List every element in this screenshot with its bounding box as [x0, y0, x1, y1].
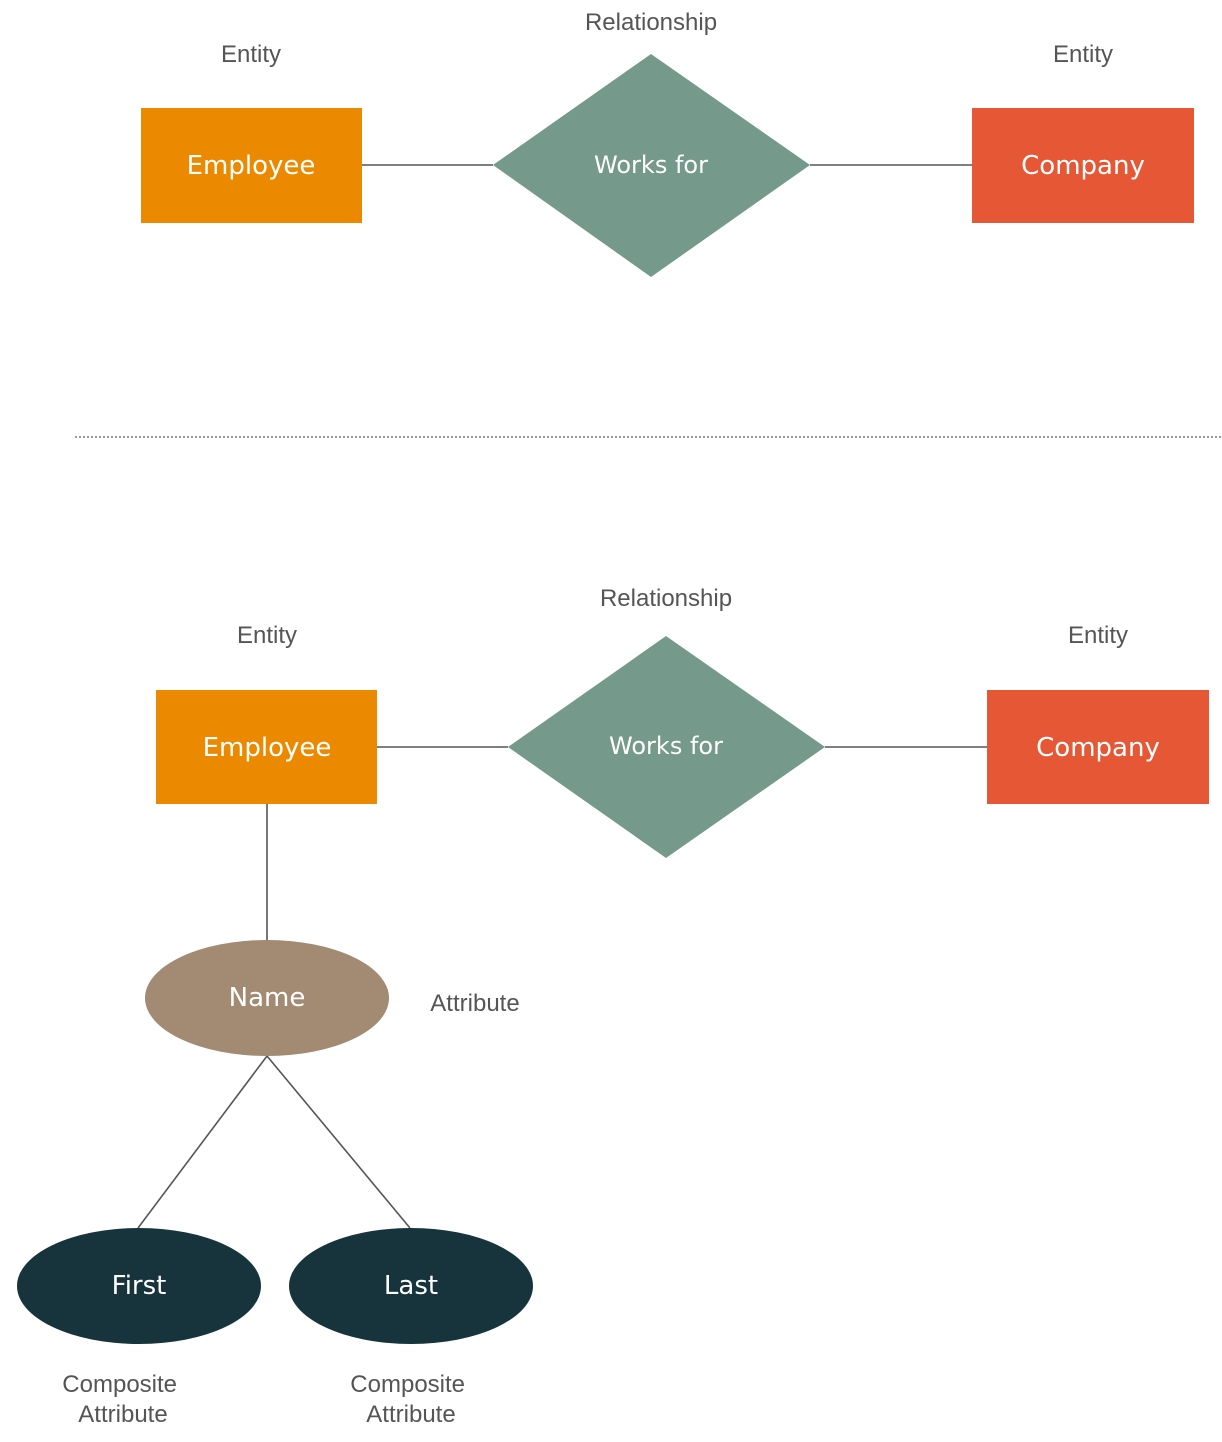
first-composite-caption: Composite Attribute — [62, 1371, 183, 1428]
first-composite-attribute-ellipse — [17, 1228, 261, 1344]
name-attribute-ellipse — [145, 940, 389, 1056]
bottom-employee-entity-caption: Entity — [237, 622, 297, 649]
last-composite-attribute-label: Last — [384, 1271, 438, 1301]
bottom-works-for-diamond — [508, 636, 825, 858]
top-employee-entity-box — [141, 108, 362, 223]
bottom-employee-entity-label: Employee — [203, 733, 332, 763]
name-last-connector — [266, 1055, 411, 1229]
bottom-diagram: Relationship Entity Entity Employee Work… — [17, 585, 1209, 1428]
bottom-employee-entity[interactable]: Employee — [156, 690, 377, 804]
bottom-company-entity-caption: Entity — [1068, 622, 1128, 649]
name-attribute-label: Name — [229, 983, 306, 1013]
top-employee-entity[interactable]: Employee — [141, 108, 362, 223]
first-composite-caption-line2: Attribute — [78, 1401, 167, 1428]
first-composite-caption-line1: Composite — [62, 1371, 177, 1398]
last-composite-attribute[interactable]: Last — [289, 1228, 533, 1344]
top-works-for-relationship[interactable]: Works for — [493, 54, 810, 277]
first-composite-attribute[interactable]: First — [17, 1228, 261, 1344]
last-composite-caption-line1: Composite — [350, 1371, 465, 1398]
top-company-entity-label: Company — [1021, 151, 1145, 181]
top-works-for-label: Works for — [594, 151, 708, 179]
bottom-relationship-caption: Relationship — [600, 585, 732, 612]
top-company-entity-box — [972, 108, 1194, 223]
bottom-company-entity[interactable]: Company — [987, 690, 1209, 804]
bottom-employee-entity-box — [156, 690, 377, 804]
top-company-entity-caption: Entity — [1053, 41, 1113, 68]
last-composite-caption: Composite Attribute — [350, 1371, 471, 1428]
name-attribute[interactable]: Name — [145, 940, 389, 1056]
last-composite-attribute-ellipse — [289, 1228, 533, 1344]
name-first-connector — [137, 1055, 268, 1229]
top-employee-entity-label: Employee — [187, 151, 316, 181]
last-composite-caption-line2: Attribute — [366, 1401, 455, 1428]
bottom-works-for-label: Works for — [609, 732, 723, 760]
attribute-caption: Attribute — [430, 990, 519, 1017]
top-works-for-diamond — [493, 54, 810, 277]
top-employee-entity-caption: Entity — [221, 41, 281, 68]
bottom-company-entity-box — [987, 690, 1209, 804]
first-composite-attribute-label: First — [112, 1271, 167, 1301]
top-relationship-caption: Relationship — [585, 9, 717, 36]
bottom-works-for-relationship[interactable]: Works for — [508, 636, 825, 858]
bottom-company-entity-label: Company — [1036, 733, 1160, 763]
top-diagram: Relationship Entity Entity Employee Work… — [141, 9, 1194, 277]
top-company-entity[interactable]: Company — [972, 108, 1194, 223]
